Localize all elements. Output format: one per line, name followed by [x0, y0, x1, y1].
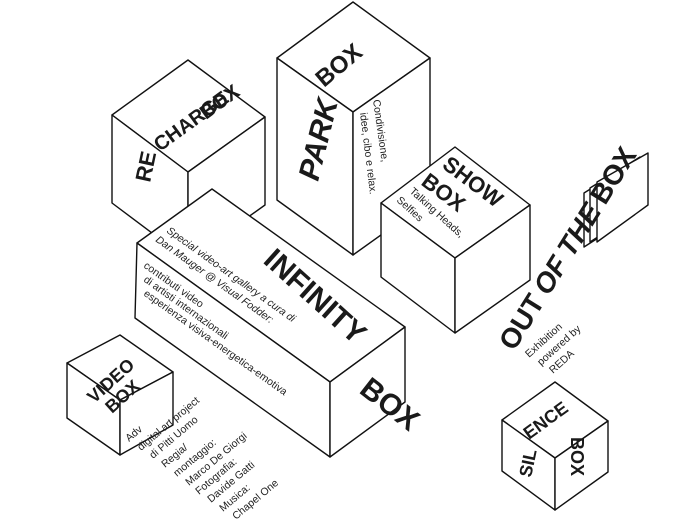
silence-part-box: BOX: [567, 437, 587, 476]
paper-sheet-front-icon: [596, 152, 649, 243]
show-box[interactable]: SHOW BOX Talking Heads, Selfies: [380, 146, 531, 334]
silence-box[interactable]: SIL ENCE BOX: [501, 381, 609, 511]
infinity-box-right: [329, 326, 406, 458]
recharge-box[interactable]: RE CHARGE BOX: [111, 59, 266, 261]
show-box-right: [454, 204, 531, 334]
video-box-right: [119, 371, 174, 456]
recharge-title-re: RE: [130, 149, 161, 184]
video-box[interactable]: VIDEO BOX: [66, 334, 174, 456]
word-of: OF: [527, 250, 574, 300]
silence-box-right: [554, 420, 609, 511]
